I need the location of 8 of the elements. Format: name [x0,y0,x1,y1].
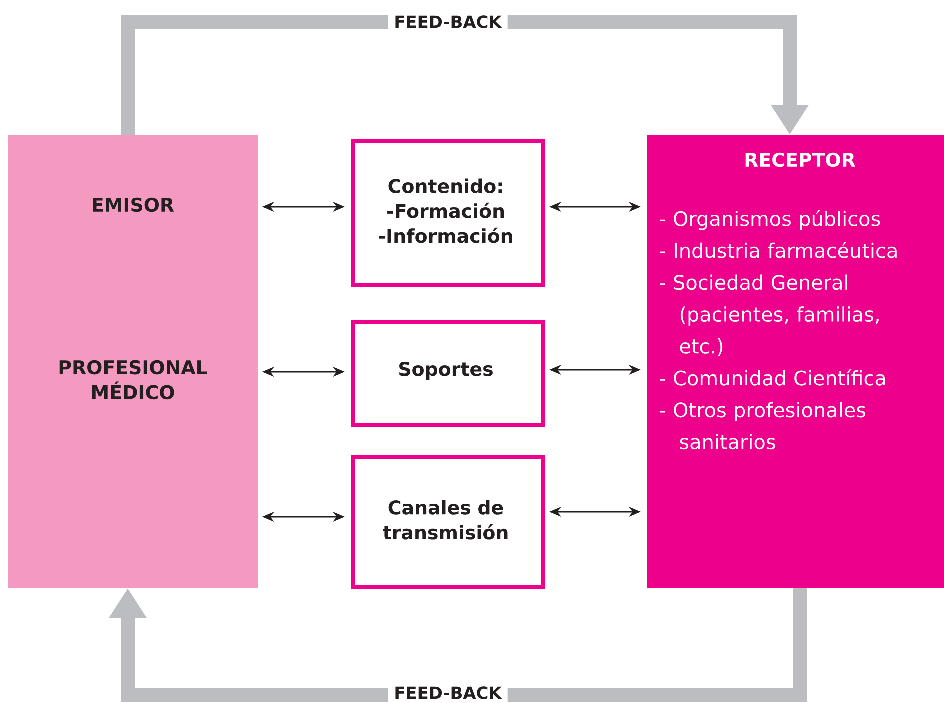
edge-label: FEED-BACK [388,683,508,703]
edge-label: FEED-BACK [388,12,508,32]
content-box: Contenido: -Formación -Información [351,139,546,288]
content-box: Canales de transmisión [351,455,546,590]
arrow [121,15,810,135]
receiver-box: RECEPTOR - Organismos públicos - Industria farmacéutica - Sociedad General (pacientes, familias, etc.) - Comunidad Científica - Otros profesionales sanitarios [647,135,944,588]
content-box: Soportes [351,320,546,428]
sender-box: EMISOR PROFESIONAL MÉDICO [8,135,258,588]
